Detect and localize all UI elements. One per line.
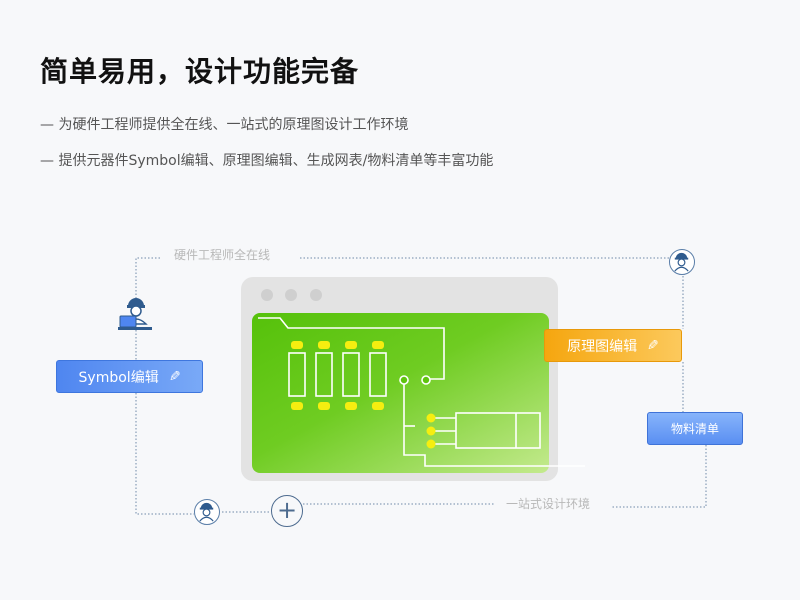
connector-bom-down: [612, 445, 707, 508]
feature-line-1: — 为硬件工程师提供全在线、一站式的原理图设计工作环境: [40, 117, 409, 133]
pencil-icon: ✎: [168, 368, 181, 385]
pencil-icon: ✎: [647, 337, 659, 354]
connector-component: [432, 412, 541, 449]
bom-button[interactable]: 物料清单: [647, 412, 743, 445]
via-2: [421, 375, 431, 385]
page-title: 简单易用，设计功能完备: [40, 55, 360, 88]
app-window: [241, 277, 585, 481]
connector-left-bottom: [135, 393, 194, 515]
symbol-edit-label: Symbol编辑: [78, 369, 159, 386]
pcb-board: [252, 313, 549, 473]
label-one-stop-design: 一站式设计环境: [500, 495, 597, 512]
connector-top-left: [135, 257, 160, 298]
window-dot-2: [285, 289, 297, 301]
connector-lines: [135, 257, 707, 515]
label-hardware-engineers-online: 硬件工程师全在线: [168, 246, 277, 263]
feature-line-2: — 提供元器件Symbol编辑、原理图编辑、生成网表/物料清单等丰富功能: [40, 153, 494, 169]
window-dot-3: [310, 289, 322, 301]
window-dot-1: [261, 289, 273, 301]
symbol-edit-button[interactable]: Symbol编辑 ✎: [56, 360, 203, 393]
engineer-avatar-icon: [669, 249, 695, 275]
bom-label: 物料清单: [670, 422, 719, 436]
chip-pads: [291, 341, 384, 410]
pcb-traces: [258, 317, 585, 467]
chip-array: [288, 352, 387, 397]
connector-pads: [426, 413, 436, 449]
engineer-avatar-icon: [194, 499, 220, 525]
via-1: [399, 375, 409, 385]
engineer-desk-icon: [118, 298, 152, 330]
add-icon-button[interactable]: +: [271, 495, 303, 527]
schematic-edit-button[interactable]: 原理图编辑 ✎: [544, 329, 682, 362]
schematic-edit-label: 原理图编辑: [567, 338, 638, 355]
